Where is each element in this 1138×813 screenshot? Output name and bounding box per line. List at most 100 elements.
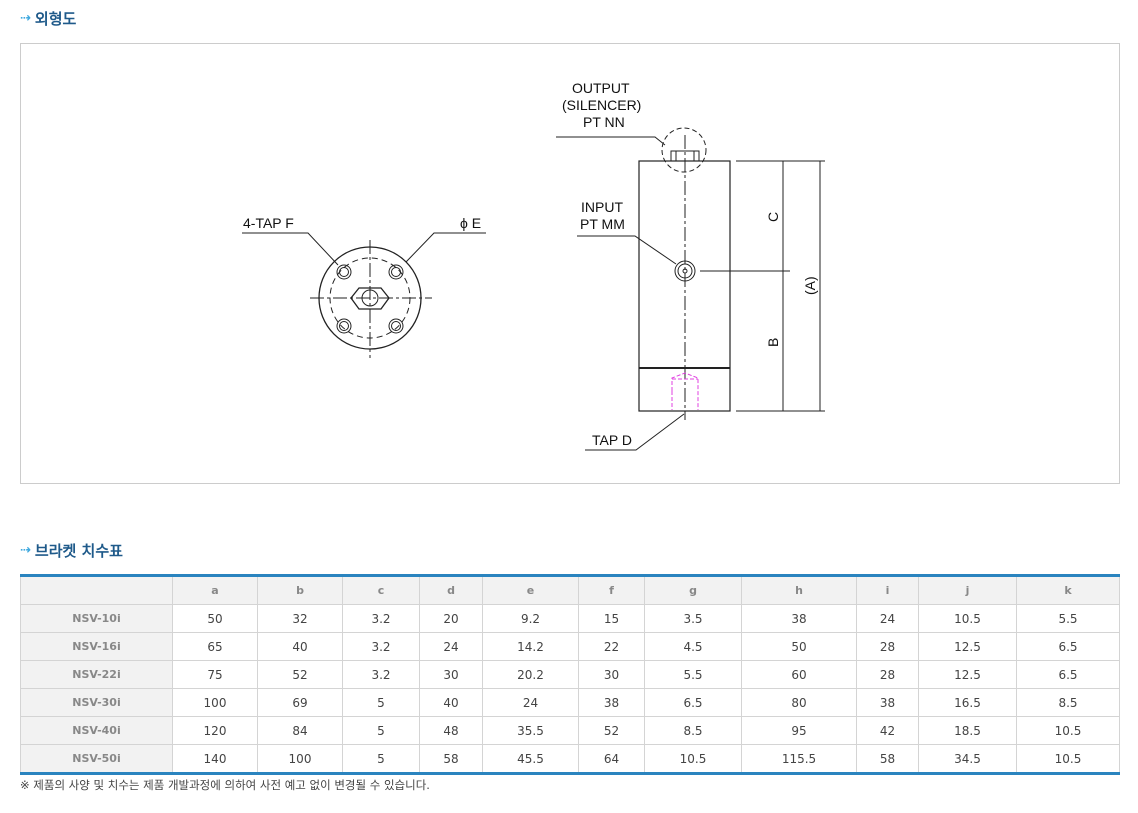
value-cell: 22: [578, 632, 645, 661]
column-header: h: [741, 575, 857, 605]
value-cell: 84: [257, 716, 343, 745]
value-cell: 35.5: [482, 716, 579, 745]
technical-drawing: 4-TAP F ϕ E C B (A): [242, 80, 825, 451]
value-cell: 100: [172, 688, 258, 717]
label-tap-f: 4-TAP F: [243, 215, 294, 231]
dotted-arrow-icon: ⇢: [20, 11, 31, 26]
value-cell: 14.2: [482, 632, 579, 661]
value-cell: 10.5: [1016, 744, 1120, 774]
disclaimer-note: ※ 제품의 사양 및 치수는 제품 개발과정에 의하여 사전 예고 없이 변경될…: [20, 778, 430, 792]
value-cell: 24: [482, 688, 579, 717]
value-cell: 42: [856, 716, 919, 745]
value-cell: 10.5: [1016, 716, 1120, 745]
value-cell: 64: [578, 744, 645, 774]
dim-b-label: B: [765, 338, 781, 347]
value-cell: 18.5: [918, 716, 1017, 745]
label-pt-mm: PT MM: [580, 216, 625, 232]
section-title-bracket: ⇢ 브라켓 치수표: [20, 540, 123, 561]
value-cell: 115.5: [741, 744, 857, 774]
front-view: 4-TAP F ϕ E: [242, 215, 486, 358]
value-cell: 52: [578, 716, 645, 745]
section-title-text: 브라켓 치수표: [34, 542, 123, 560]
value-cell: 28: [856, 660, 919, 689]
dim-c-label: C: [765, 212, 781, 222]
value-cell: 80: [741, 688, 857, 717]
value-cell: 5: [342, 716, 420, 745]
value-cell: 38: [856, 688, 919, 717]
value-cell: 20.2: [482, 660, 579, 689]
column-header: b: [257, 575, 343, 605]
value-cell: 8.5: [1016, 688, 1120, 717]
label-input: INPUT: [581, 199, 623, 215]
value-cell: 38: [578, 688, 645, 717]
value-cell: 140: [172, 744, 258, 774]
label-silencer: (SILENCER): [562, 97, 641, 113]
value-cell: 5: [342, 744, 420, 774]
value-cell: 24: [419, 632, 483, 661]
value-cell: 24: [856, 604, 919, 633]
value-cell: 5: [342, 688, 420, 717]
value-cell: 48: [419, 716, 483, 745]
value-cell: 5.5: [644, 660, 742, 689]
value-cell: 38: [741, 604, 857, 633]
value-cell: 30: [578, 660, 645, 689]
value-cell: 69: [257, 688, 343, 717]
value-cell: 16.5: [918, 688, 1017, 717]
value-cell: 50: [172, 604, 258, 633]
value-cell: 45.5: [482, 744, 579, 774]
value-cell: 58: [856, 744, 919, 774]
label-phi-e: ϕ E: [460, 215, 481, 231]
value-cell: 60: [741, 660, 857, 689]
value-cell: 12.5: [918, 632, 1017, 661]
column-header: g: [644, 575, 742, 605]
outline-drawing: 4-TAP F ϕ E C B (A): [20, 43, 1120, 484]
value-cell: 3.2: [342, 632, 420, 661]
model-cell: NSV-10i: [20, 604, 173, 633]
value-cell: 3.2: [342, 660, 420, 689]
value-cell: 40: [419, 688, 483, 717]
value-cell: 15: [578, 604, 645, 633]
value-cell: 6.5: [644, 688, 742, 717]
value-cell: 34.5: [918, 744, 1017, 774]
column-header: c: [342, 575, 420, 605]
value-cell: 10.5: [918, 604, 1017, 633]
section-title-outline: ⇢ 외형도: [20, 8, 76, 29]
value-cell: 32: [257, 604, 343, 633]
column-header: j: [918, 575, 1017, 605]
label-output: OUTPUT: [572, 80, 630, 96]
value-cell: 9.2: [482, 604, 579, 633]
value-cell: 3.2: [342, 604, 420, 633]
value-cell: 12.5: [918, 660, 1017, 689]
column-header: [20, 575, 173, 605]
value-cell: 50: [741, 632, 857, 661]
column-header: e: [482, 575, 579, 605]
label-tap-d: TAP D: [592, 432, 632, 448]
value-cell: 52: [257, 660, 343, 689]
value-cell: 20: [419, 604, 483, 633]
column-header: d: [419, 575, 483, 605]
column-header: a: [172, 575, 258, 605]
value-cell: 10.5: [644, 744, 742, 774]
value-cell: 95: [741, 716, 857, 745]
value-cell: 28: [856, 632, 919, 661]
value-cell: 4.5: [644, 632, 742, 661]
section-title-text: 외형도: [34, 10, 77, 28]
value-cell: 3.5: [644, 604, 742, 633]
model-cell: NSV-30i: [20, 688, 173, 717]
value-cell: 30: [419, 660, 483, 689]
label-pt-nn: PT NN: [583, 114, 625, 130]
model-cell: NSV-16i: [20, 632, 173, 661]
value-cell: 6.5: [1016, 632, 1120, 661]
column-header: i: [856, 575, 919, 605]
value-cell: 5.5: [1016, 604, 1120, 633]
dim-a-label: (A): [802, 276, 818, 295]
value-cell: 75: [172, 660, 258, 689]
column-header: k: [1016, 575, 1120, 605]
